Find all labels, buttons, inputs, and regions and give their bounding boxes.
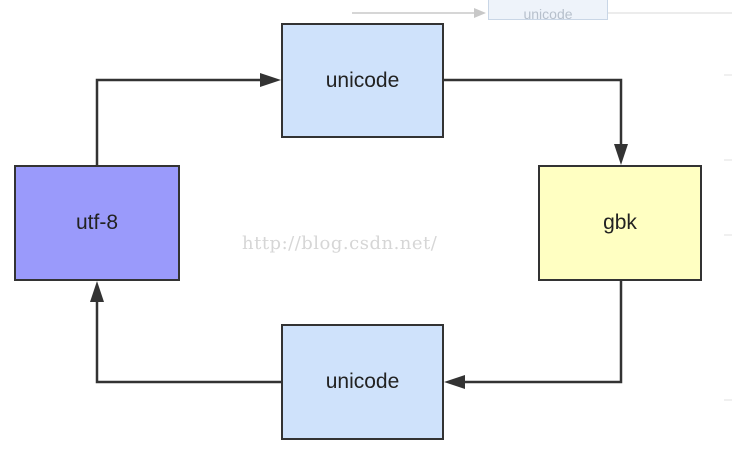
node-gbk-label: gbk — [603, 211, 637, 234]
arrowhead-into-unicode-top — [260, 73, 281, 87]
edge-unicode-bottom-to-utf8 — [95, 302, 281, 384]
node-unicode-bottom-label: unicode — [325, 370, 400, 393]
arrowhead-into-gbk — [614, 144, 628, 165]
background-fragment-label: unicode — [523, 6, 573, 22]
background-fragment-arrowhead — [474, 8, 486, 18]
background-fragment-box: unicode — [488, 0, 608, 22]
node-unicode-top-label: unicode — [325, 68, 400, 92]
edge-unicode-top-to-gbk — [444, 78, 623, 146]
node-gbk: gbk — [538, 165, 702, 281]
arrowhead-into-utf8 — [90, 281, 104, 302]
edge-utf8-to-unicode-top — [95, 78, 262, 165]
node-unicode-bottom: unicode — [281, 324, 444, 440]
node-utf8-label: utf-8 — [75, 211, 119, 234]
watermark-text: http://blog.csdn.net/ — [242, 233, 438, 254]
node-utf8: utf-8 — [14, 165, 180, 281]
node-unicode-top: unicode — [281, 23, 444, 138]
arrowhead-into-unicode-bottom — [444, 375, 465, 389]
edge-gbk-to-unicode-bottom — [465, 281, 623, 384]
